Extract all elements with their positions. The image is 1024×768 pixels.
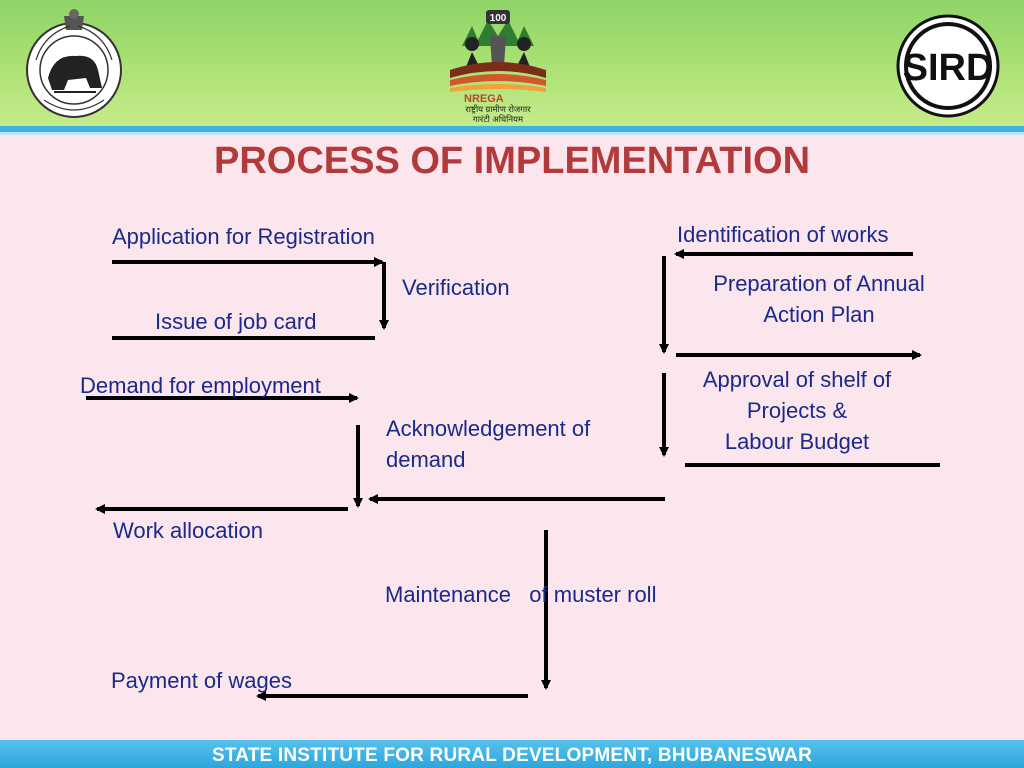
odisha-govt-emblem-icon [26, 9, 122, 118]
page-title: PROCESS OF IMPLEMENTATION [213, 140, 811, 182]
footer-band [0, 740, 1024, 768]
step-approval: Approval of shelf of Projects & Labour B… [672, 364, 922, 457]
header-divider-light [0, 132, 1024, 135]
footer-institute-name: STATE INSTITUTE FOR RURAL DEVELOPMENT, B… [211, 745, 813, 766]
nrega-logo-icon: 100 NREGA राष्ट्रीय ग्रामीण रोजगार गारंट… [450, 10, 546, 124]
step-identification-works: Identification of works [677, 222, 889, 247]
step-approval-line2: Projects & [746, 398, 848, 423]
sird-wordmark: SIRD [903, 47, 994, 89]
step-approval-line1: Approval of shelf of [702, 367, 892, 392]
nrega-hindi-line2: गारंटी अधिनियम [473, 114, 524, 124]
step-payment-wages: Payment of wages [111, 668, 292, 693]
header-divider [0, 126, 1024, 132]
step-muster-roll: Maintenance of muster roll [385, 582, 657, 607]
sird-logo-icon: SIRD [896, 14, 1000, 118]
step-approval-line3: Labour Budget [724, 429, 870, 454]
step-annual-plan-line1: Preparation of Annual [713, 271, 925, 296]
step-annual-plan: Preparation of Annual Action Plan [694, 268, 944, 330]
step-application-registration: Application for Registration [112, 224, 375, 249]
step-verification: Verification [402, 275, 510, 300]
step-issue-job-card: Issue of job card [155, 309, 317, 334]
nrega-wordmark: NREGA [464, 93, 504, 105]
step-demand-employment: Demand for employment [80, 373, 321, 398]
step-annual-plan-line2: Action Plan [763, 302, 875, 327]
step-acknowledgement-line1: Acknowledgement of [386, 416, 591, 441]
step-acknowledgement: Acknowledgement of demand [386, 413, 590, 475]
nrega-hindi-line1: राष्ट्रीय ग्रामीण रोजगार [465, 104, 531, 114]
nrega-badge: 100 [490, 13, 507, 24]
step-work-allocation: Work allocation [113, 518, 263, 543]
step-acknowledgement-line2: demand [386, 447, 466, 472]
